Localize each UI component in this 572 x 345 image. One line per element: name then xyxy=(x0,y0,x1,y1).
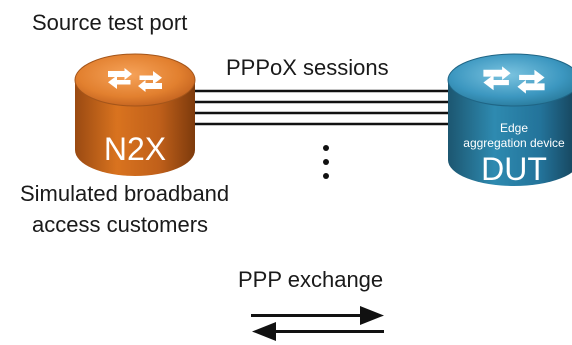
dut-sublabel-aggregation: aggregation device xyxy=(463,136,565,150)
more-sessions-ellipsis xyxy=(323,145,329,179)
pppox-sessions-label: PPPoX sessions xyxy=(226,55,389,80)
ellipsis-dot xyxy=(323,173,329,179)
source-caption: Source test port xyxy=(32,10,187,35)
arrow-right-head xyxy=(360,306,384,325)
source-description-line1: Simulated broadband xyxy=(20,181,229,206)
dut-label: DUT xyxy=(481,151,547,187)
ellipsis-dot xyxy=(323,145,329,151)
ppp-exchange-label: PPP exchange xyxy=(238,267,383,292)
n2x-router-icon xyxy=(74,53,196,176)
n2x-label: N2X xyxy=(104,131,166,167)
bidirectional-arrows-icon xyxy=(251,306,384,341)
arrow-right-shaft xyxy=(251,314,371,317)
source-description-line2: access customers xyxy=(32,212,208,237)
ellipsis-dot xyxy=(323,159,329,165)
arrow-left-shaft xyxy=(264,330,384,333)
dut-sublabel-edge: Edge xyxy=(500,121,528,135)
session-lines xyxy=(190,89,452,126)
arrow-left-head xyxy=(252,322,276,341)
dut-router-icon xyxy=(447,53,572,186)
